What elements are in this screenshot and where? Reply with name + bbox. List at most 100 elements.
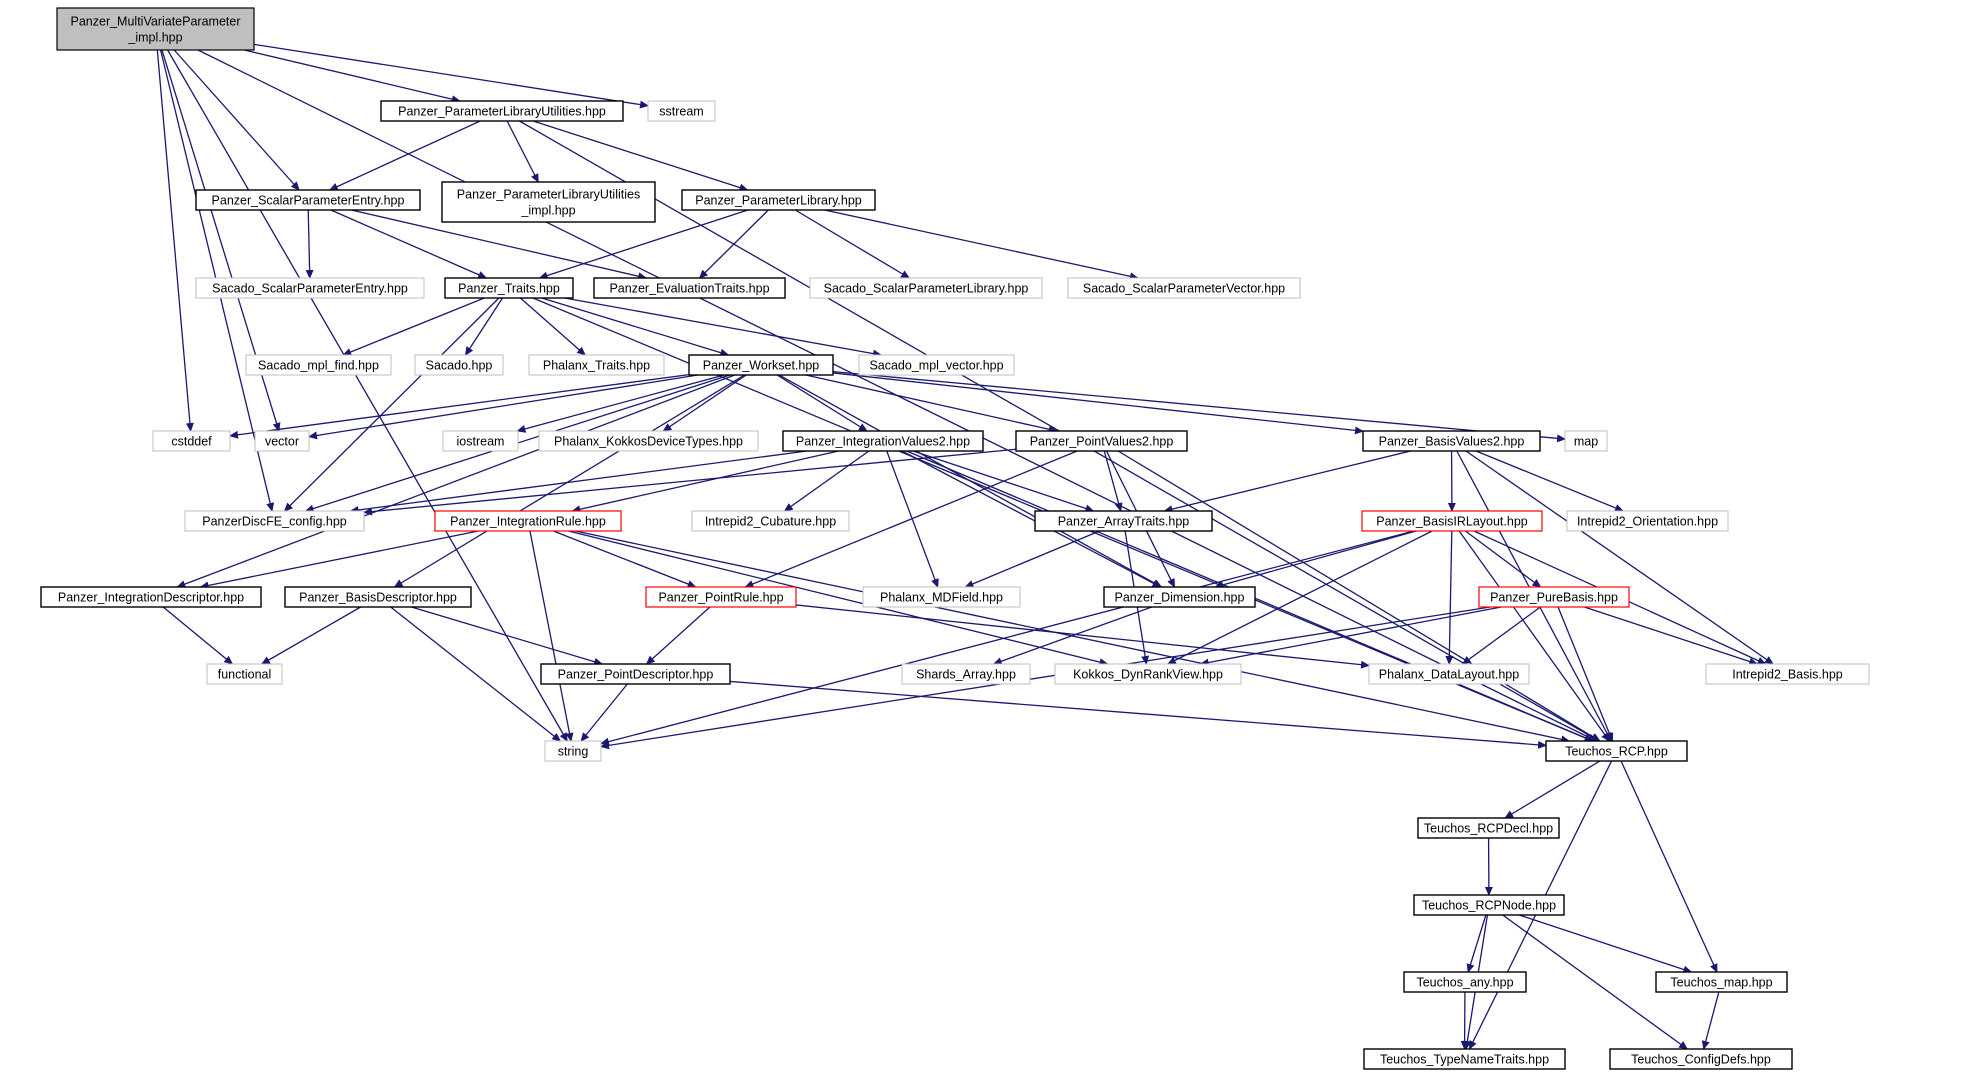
node-label: Teuchos_RCP.hpp <box>1565 745 1668 759</box>
node-phxkdt: Phalanx_KokkosDeviceTypes.hpp <box>538 430 759 452</box>
node-sacspl: Sacado_ScalarParameterLibrary.hpp <box>809 277 1043 299</box>
node-evaltraits[interactable]: Panzer_EvaluationTraits.hpp <box>593 277 786 299</box>
node-workset[interactable]: Panzer_Workset.hpp <box>688 354 834 376</box>
node-label: Panzer_IntegrationDescriptor.hpp <box>58 591 244 605</box>
node-box <box>1067 277 1301 299</box>
edge-traits-to-sacado <box>464 297 504 356</box>
node-label: _impl.hpp <box>127 31 182 45</box>
node-rcpdecl[interactable]: Teuchos_RCPDecl.hpp <box>1417 817 1560 839</box>
node-cstddef: cstddef <box>152 430 231 452</box>
node-intdesc[interactable]: Panzer_IntegrationDescriptor.hpp <box>40 586 262 608</box>
edge-ptval2-to-ptrule <box>744 450 1078 588</box>
node-rcpnode[interactable]: Teuchos_RCPNode.hpp <box>1413 894 1565 916</box>
node-label: Intrepid2_Orientation.hpp <box>1577 515 1718 529</box>
edge-workset-to-basisval2 <box>832 372 1364 435</box>
node-tmap[interactable]: Teuchos_map.hpp <box>1655 971 1788 993</box>
node-pluimpl[interactable]: Panzer_ParameterLibraryUtilities_impl.hp… <box>441 181 656 223</box>
node-box <box>544 740 602 762</box>
node-box <box>1566 510 1729 532</box>
edge-intval2-to-dimension <box>901 450 1162 588</box>
node-ptval2[interactable]: Panzer_PointValues2.hpp <box>1015 430 1188 452</box>
node-box <box>245 354 392 376</box>
edge-traits-to-sacmplfind <box>342 297 485 356</box>
edge-workset-to-vector <box>308 374 699 440</box>
node-pl[interactable]: Panzer_ParameterLibrary.hpp <box>681 189 876 211</box>
node-label: Panzer_IntegrationValues2.hpp <box>796 435 970 449</box>
node-box <box>284 586 472 608</box>
edge-rcp-to-rcpdecl <box>1504 760 1601 819</box>
node-label: Phalanx_Traits.hpp <box>543 359 650 373</box>
edge-purebasis-to-phxdl <box>1461 606 1541 665</box>
node-box <box>184 510 365 532</box>
edge-workset-to-phxkdt <box>662 374 747 432</box>
node-configdefs[interactable]: Teuchos_ConfigDefs.hpp <box>1609 1048 1793 1070</box>
node-functional: functional <box>206 663 283 685</box>
node-traits[interactable]: Panzer_Traits.hpp <box>444 277 574 299</box>
node-tany[interactable]: Teuchos_any.hpp <box>1403 971 1527 993</box>
node-spe[interactable]: Panzer_ScalarParameterEntry.hpp <box>195 189 421 211</box>
node-vector: vector <box>254 430 310 452</box>
edge-pl-to-traits <box>538 209 749 280</box>
node-birl[interactable]: Panzer_BasisIRLayout.hpp <box>1361 510 1543 532</box>
node-label: Teuchos_RCPDecl.hpp <box>1424 822 1553 836</box>
node-box <box>1564 430 1608 452</box>
node-typename[interactable]: Teuchos_TypeNameTraits.hpp <box>1363 1048 1566 1070</box>
edge-basisval2-to-i2basis <box>1465 450 1774 665</box>
node-box <box>434 510 622 532</box>
edge-workset-to-intval2 <box>776 374 868 432</box>
edge-root-to-sstream <box>253 43 649 109</box>
node-label: Kokkos_DynRankView.hpp <box>1073 668 1223 682</box>
node-box <box>538 430 759 452</box>
node-purebasis[interactable]: Panzer_PureBasis.hpp <box>1478 586 1630 608</box>
node-sacmplvec: Sacado_mpl_vector.hpp <box>858 354 1015 376</box>
edge-ptrule-to-ptdesc <box>645 606 711 665</box>
node-intval2[interactable]: Panzer_IntegrationValues2.hpp <box>782 430 984 452</box>
edge-rcpnode-to-tany <box>1466 914 1487 973</box>
node-rcp[interactable]: Teuchos_RCP.hpp <box>1545 740 1688 762</box>
node-box <box>1609 1048 1793 1070</box>
node-basisval2[interactable]: Panzer_BasisValues2.hpp <box>1362 430 1541 452</box>
node-label: sstream <box>659 105 703 119</box>
node-arraytraits[interactable]: Panzer_ArrayTraits.hpp <box>1034 510 1213 532</box>
node-label: Sacado_ScalarParameterVector.hpp <box>1083 282 1285 296</box>
node-label: string <box>558 745 589 759</box>
node-layer: Panzer_MultiVariateParameter_impl.hppPan… <box>40 7 1870 1070</box>
node-phxtraits: Phalanx_Traits.hpp <box>528 354 665 376</box>
node-box <box>1705 663 1870 685</box>
node-label: Panzer_Dimension.hpp <box>1115 591 1245 605</box>
node-box <box>1655 971 1788 993</box>
node-label: Panzer_PointRule.hpp <box>658 591 783 605</box>
node-label: Teuchos_ConfigDefs.hpp <box>1631 1053 1771 1067</box>
node-intrule[interactable]: Panzer_IntegrationRule.hpp <box>434 510 622 532</box>
edge-birl-to-purebasis <box>1465 530 1542 588</box>
edge-basisval2-to-i2orient <box>1475 450 1624 512</box>
node-label: Panzer_EvaluationTraits.hpp <box>609 282 769 296</box>
node-label: Panzer_PureBasis.hpp <box>1490 591 1618 605</box>
edge-birl-to-kokkosdrv <box>1166 530 1433 665</box>
node-label: Phalanx_DataLayout.hpp <box>1379 668 1519 682</box>
edge-spe-to-evaltraits <box>351 209 648 281</box>
edge-intval2-to-discfe <box>349 450 808 514</box>
node-phxdl: Phalanx_DataLayout.hpp <box>1368 663 1530 685</box>
edge-basisdesc-to-ptdesc <box>411 606 604 666</box>
node-label: Intrepid2_Cubature.hpp <box>705 515 836 529</box>
node-box <box>56 7 255 51</box>
node-basisdesc[interactable]: Panzer_BasisDescriptor.hpp <box>284 586 472 608</box>
edge-ptdesc-to-string <box>580 683 628 742</box>
node-label: Panzer_ParameterLibraryUtilities.hpp <box>398 105 606 119</box>
edge-pl-to-sacspl <box>794 209 911 279</box>
node-dimension[interactable]: Panzer_Dimension.hpp <box>1103 586 1256 608</box>
node-box <box>647 100 716 122</box>
edge-intrule-to-kokkosdrv <box>568 530 1109 666</box>
node-label: vector <box>265 435 299 449</box>
node-ptdesc[interactable]: Panzer_PointDescriptor.hpp <box>540 663 731 685</box>
node-plu[interactable]: Panzer_ParameterLibraryUtilities.hpp <box>380 100 624 122</box>
edge-plu-to-spe <box>328 120 481 191</box>
node-label: cstddef <box>171 435 212 449</box>
node-ptrule[interactable]: Panzer_PointRule.hpp <box>645 586 797 608</box>
edge-rcpnode-to-configdefs <box>1502 914 1689 1050</box>
node-map: map <box>1564 430 1608 452</box>
node-root[interactable]: Panzer_MultiVariateParameter_impl.hpp <box>56 7 255 51</box>
node-sacspv: Sacado_ScalarParameterVector.hpp <box>1067 277 1301 299</box>
node-box <box>1403 971 1527 993</box>
